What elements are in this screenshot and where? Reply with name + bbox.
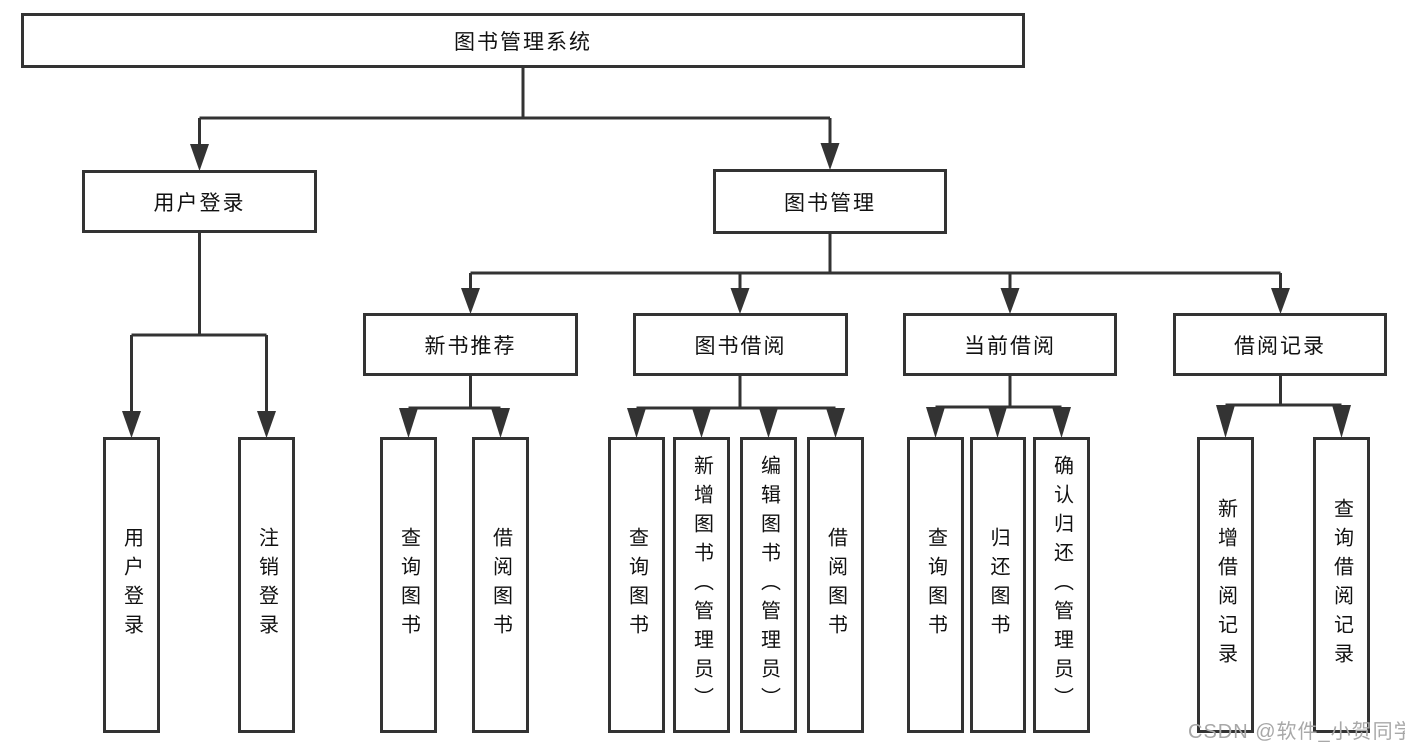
leaf-borrow-add-books: 新增图书（管理员） xyxy=(673,437,730,733)
leaf-current-query-books: 查询图书 xyxy=(907,437,964,733)
leaf-recommend-query-books: 查询图书 xyxy=(380,437,437,733)
leaf-records-query-record-label: 查询借阅记录 xyxy=(1330,498,1353,672)
leaf-recommend-borrow-books: 借阅图书 xyxy=(472,437,529,733)
node-user-login-label: 用户登录 xyxy=(153,191,246,215)
watermark-text: CSDN @软件_小贺同学 xyxy=(1188,721,1405,743)
node-borrow-records-label: 借阅记录 xyxy=(1234,334,1326,358)
leaf-recommend-query-books-label: 查询图书 xyxy=(397,527,420,643)
leaf-recommend-borrow-books-label: 借阅图书 xyxy=(489,527,512,643)
node-book-borrow: 图书借阅 xyxy=(633,313,848,376)
node-new-book-recommend: 新书推荐 xyxy=(363,313,578,376)
leaf-borrow-edit-books-label: 编辑图书（管理员） xyxy=(757,454,780,716)
node-root: 图书管理系统 xyxy=(21,13,1025,68)
node-current-borrow-label: 当前借阅 xyxy=(964,334,1056,358)
leaf-borrow-borrow-books-label: 借阅图书 xyxy=(824,527,847,643)
node-book-management-label: 图书管理 xyxy=(784,191,876,215)
leaf-user-login: 用户登录 xyxy=(103,437,160,733)
leaf-borrow-query-books: 查询图书 xyxy=(608,437,665,733)
leaf-logout: 注销登录 xyxy=(238,437,295,733)
node-new-book-recommend-label: 新书推荐 xyxy=(424,334,517,358)
node-root-label: 图书管理系统 xyxy=(454,30,592,54)
node-book-borrow-label: 图书借阅 xyxy=(694,334,787,358)
node-borrow-records: 借阅记录 xyxy=(1173,313,1387,376)
leaf-current-confirm-return-label: 确认归还（管理员） xyxy=(1050,454,1073,716)
node-user-login: 用户登录 xyxy=(82,170,317,233)
leaf-records-add-record-label: 新增借阅记录 xyxy=(1214,498,1237,672)
leaf-logout-label: 注销登录 xyxy=(255,527,278,643)
leaf-current-query-books-label: 查询图书 xyxy=(924,527,947,643)
leaf-borrow-add-books-label: 新增图书（管理员） xyxy=(690,454,713,716)
leaf-borrow-query-books-label: 查询图书 xyxy=(625,527,648,643)
leaf-borrow-borrow-books: 借阅图书 xyxy=(807,437,864,733)
node-current-borrow: 当前借阅 xyxy=(903,313,1117,376)
leaf-current-confirm-return: 确认归还（管理员） xyxy=(1033,437,1090,733)
leaf-user-login-label: 用户登录 xyxy=(120,527,143,643)
leaf-current-return-books: 归还图书 xyxy=(970,437,1026,733)
node-book-management: 图书管理 xyxy=(713,169,947,234)
leaf-records-add-record: 新增借阅记录 xyxy=(1197,437,1254,733)
arrowhead-icons xyxy=(122,143,1351,438)
leaf-records-query-record: 查询借阅记录 xyxy=(1313,437,1370,733)
leaf-borrow-edit-books: 编辑图书（管理员） xyxy=(740,437,797,733)
leaf-current-return-books-label: 归还图书 xyxy=(987,527,1009,643)
